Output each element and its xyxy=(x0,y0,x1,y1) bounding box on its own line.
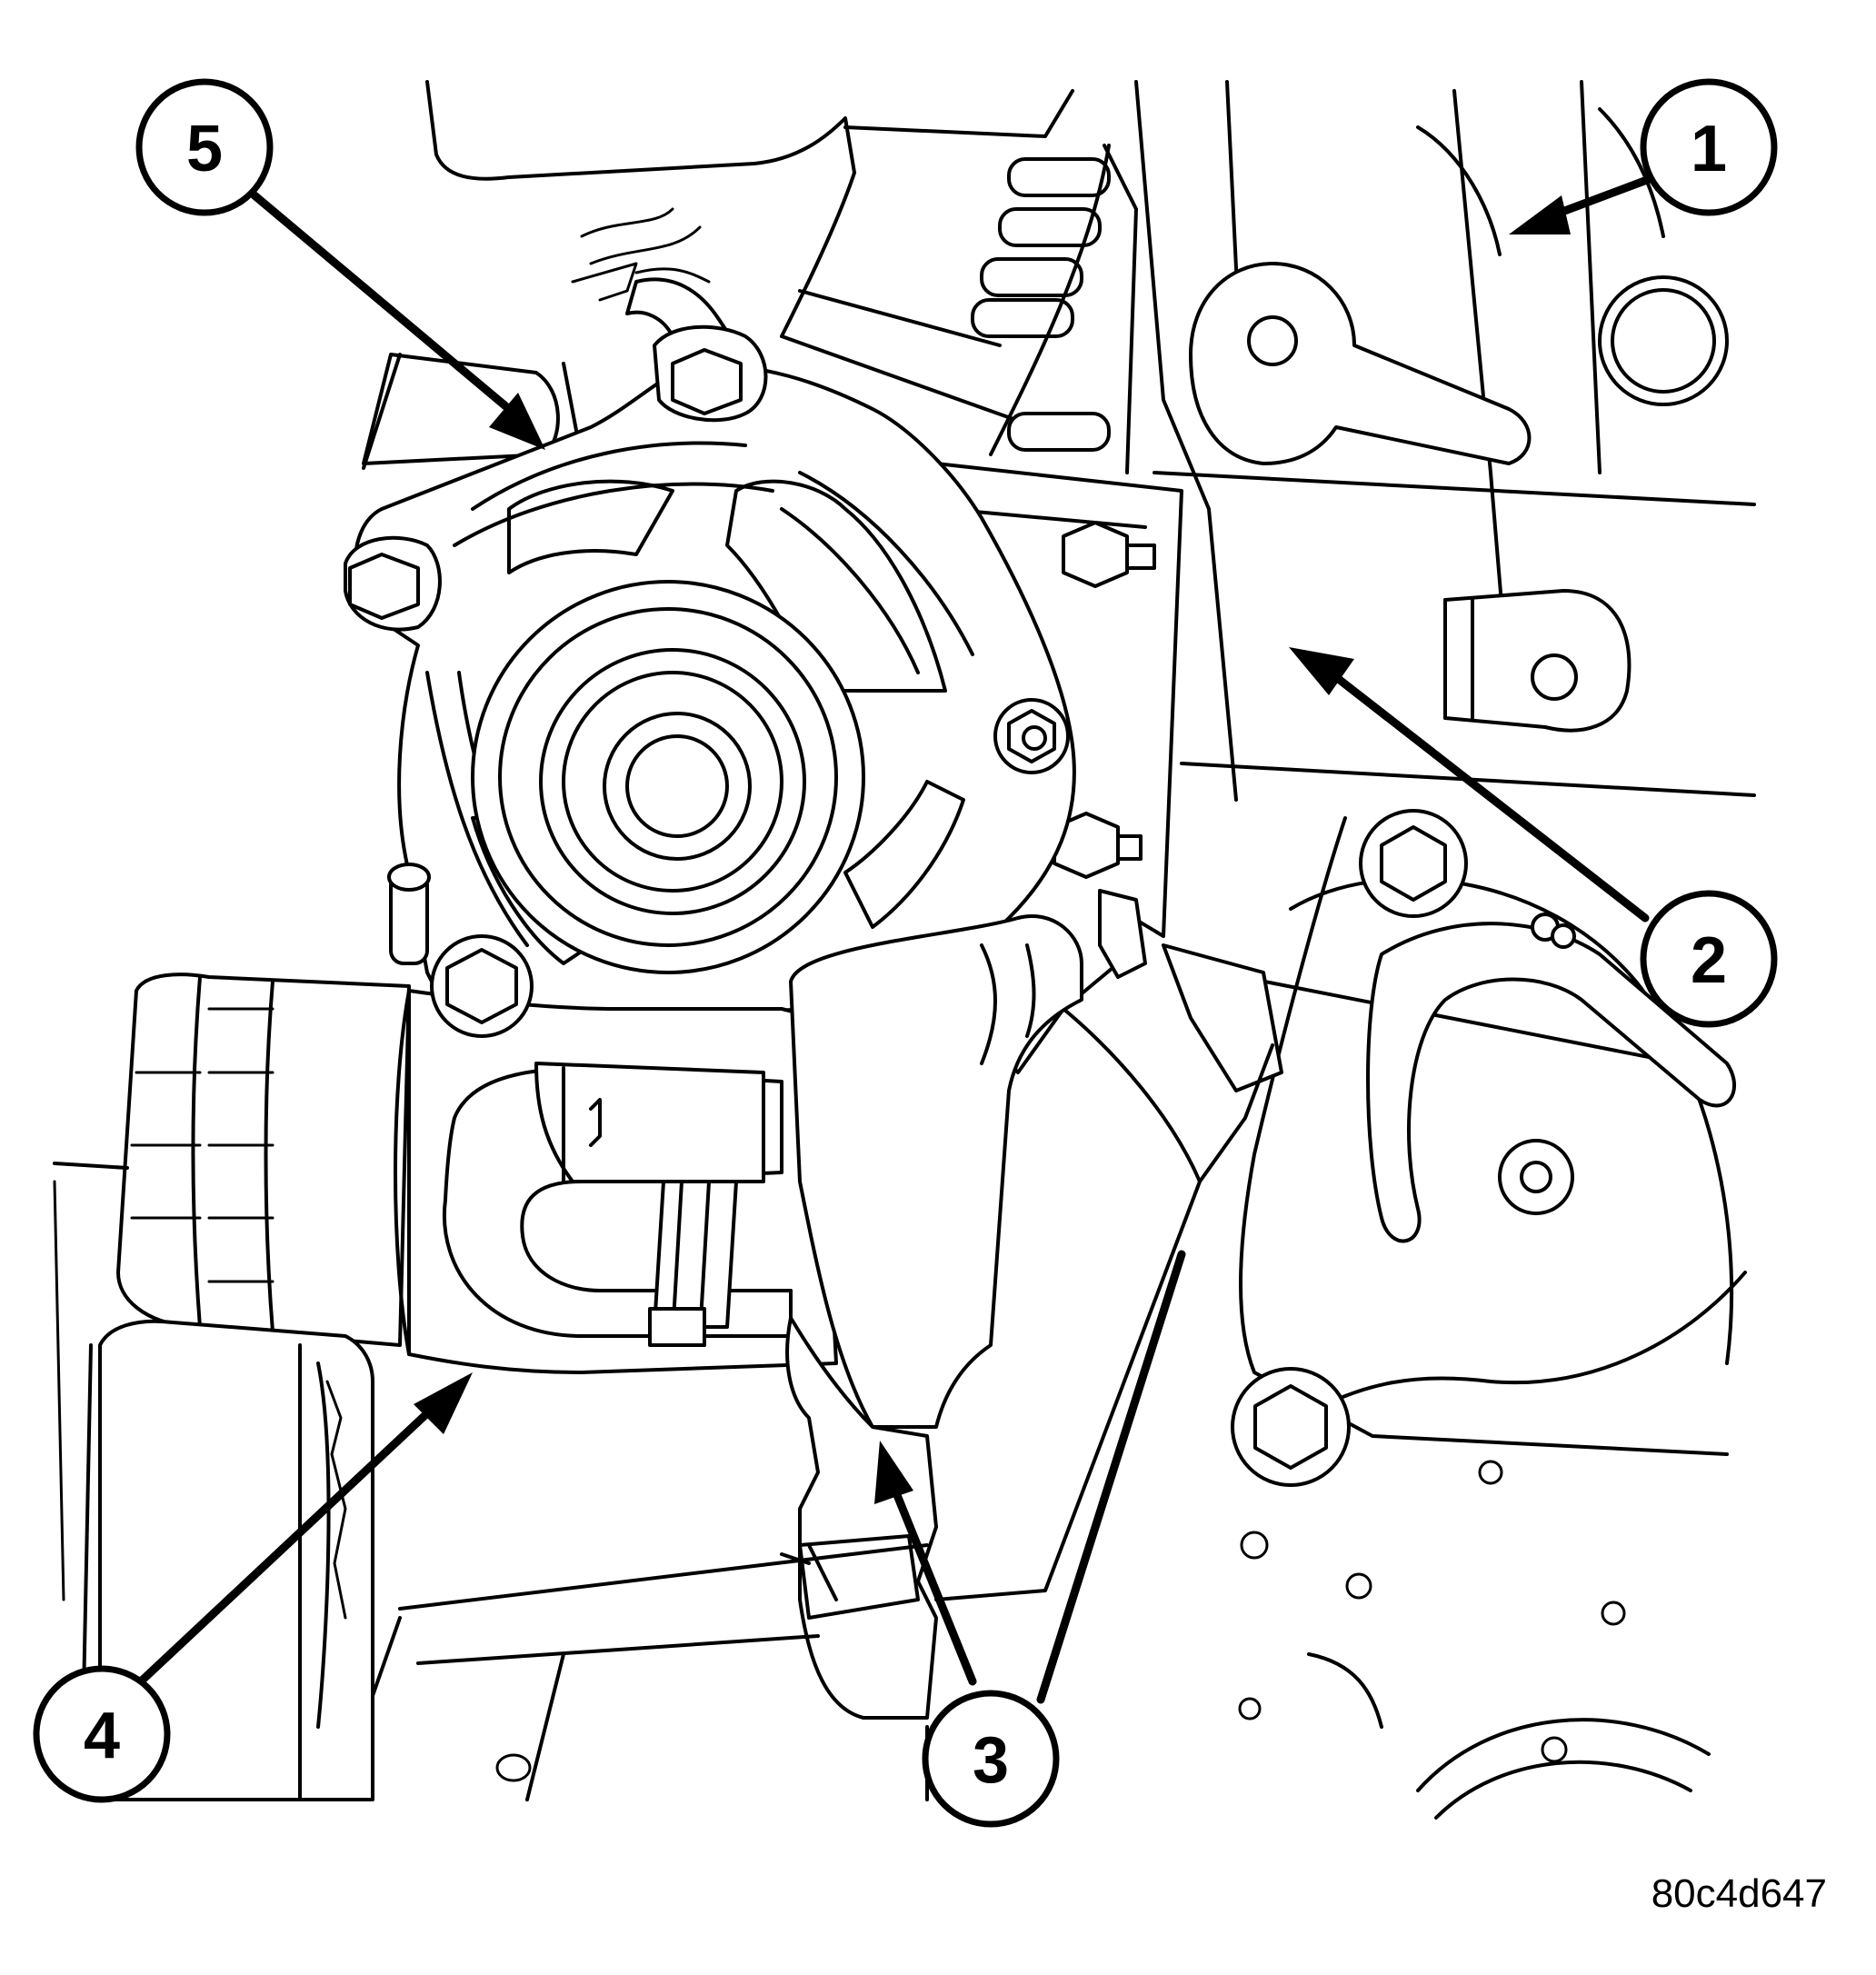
leader-line-3 xyxy=(891,1486,977,1686)
callout-5: 5 xyxy=(135,78,274,216)
arrowhead-1 xyxy=(1509,195,1571,234)
callout-3: 3 xyxy=(922,1690,1060,1828)
engine-block xyxy=(1134,80,1756,1820)
leader-lines xyxy=(136,173,1659,1704)
callout-1-label: 1 xyxy=(1691,113,1727,185)
callout-2: 2 xyxy=(1640,890,1778,1028)
lower-assembly xyxy=(53,863,1147,1801)
leader-line-3b xyxy=(1036,1250,1186,1704)
callout-5-label: 5 xyxy=(186,113,223,185)
callout-4-label: 4 xyxy=(84,1700,120,1772)
arrowhead-3 xyxy=(874,1441,913,1504)
leader-line-5 xyxy=(250,191,514,414)
callout-4: 4 xyxy=(33,1665,171,1803)
callout-2-label: 2 xyxy=(1691,924,1727,997)
leader-line-4 xyxy=(136,1409,432,1686)
arrowhead-4 xyxy=(414,1372,473,1434)
upper-housing xyxy=(362,80,1138,474)
callout-3-label: 3 xyxy=(973,1724,1009,1797)
arrowhead-2 xyxy=(1289,647,1354,695)
leader-line-2 xyxy=(1332,673,1650,923)
figure-id: 80c4d647 xyxy=(1651,1871,1827,1916)
arrowhead-5 xyxy=(489,393,545,450)
water-pump-pulley-hub xyxy=(471,580,865,974)
callout-1: 1 xyxy=(1640,78,1778,216)
